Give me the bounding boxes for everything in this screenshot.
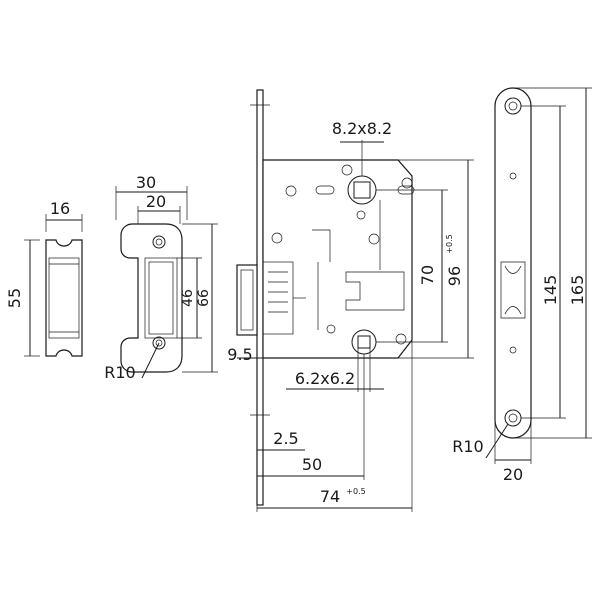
distance-96-tolerance: +0.5 [445,234,454,253]
keeper-view: 16 55 [5,199,83,357]
backset-label: 50 [302,455,322,474]
keeper-height-label: 55 [5,288,24,308]
faceplate-offset-label: 9.5 [227,345,252,364]
hole-spacing-label: 145 [541,275,560,306]
strike-height-label: 66 [196,289,212,307]
strike-plate-view: 30 20 46 66 R10 [104,173,218,382]
strike-slot-height-label: 46 [180,289,196,307]
strike-width-label: 30 [136,173,156,192]
distance-96-label: 96 [445,266,464,286]
plate-radius-label: R10 [452,437,483,456]
case-depth-label: 74 [320,487,340,506]
plate-width-label: 20 [503,465,523,484]
faceplate-thickness-label: 2.5 [273,429,298,448]
strike-radius-label: R10 [104,363,135,382]
case-depth-tolerance: +0.5 [346,487,365,496]
strike-inner-width-label: 20 [146,192,166,211]
lock-body-view: 8.2x8.2 70 96 +0.5 9.5 6.2x6.2 2.5 50 74… [227,89,474,512]
square-top-label: 8.2x8.2 [332,119,392,138]
square-bottom-label: 6.2x6.2 [295,369,355,388]
keeper-width-label: 16 [50,199,70,218]
plate-height-label: 165 [568,275,587,306]
distance-70-label: 70 [418,265,437,285]
faceplate-front-view: 145 165 20 R10 [452,87,592,484]
